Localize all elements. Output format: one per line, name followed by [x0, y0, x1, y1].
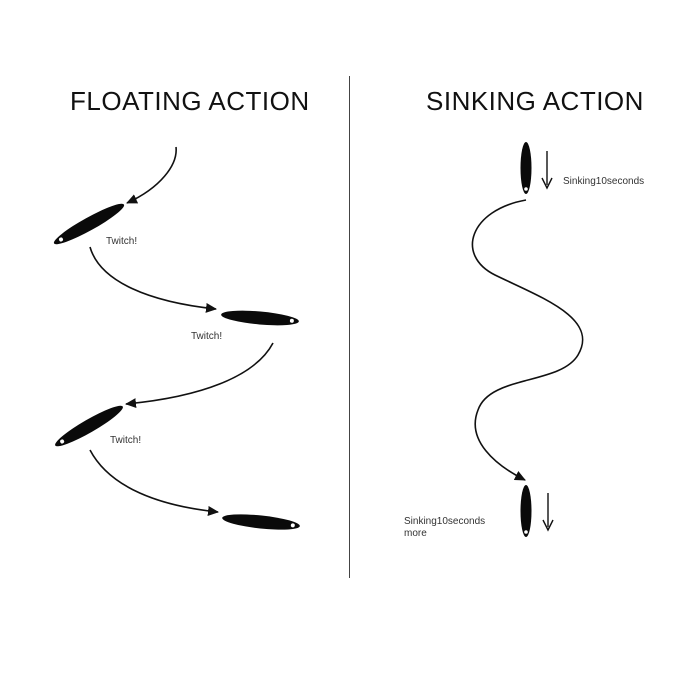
sinking-action-title: SINKING ACTION [426, 86, 644, 116]
twitch-label: Twitch! [191, 331, 223, 342]
floating-arrow-2 [89, 246, 217, 313]
sinking-wave-path [471, 199, 584, 481]
sinking-top-label: Sinking10seconds [563, 176, 645, 187]
twitch-label: Twitch! [110, 435, 142, 446]
lure-icon [520, 142, 532, 194]
down-arrow-head [541, 177, 553, 190]
lure-icon [221, 310, 299, 326]
floating-action-title: FLOATING ACTION [70, 86, 310, 116]
down-arrow-head [542, 519, 554, 532]
floating-arrow-3 [125, 342, 274, 409]
lure-icon [55, 405, 123, 447]
center-divider [349, 76, 350, 578]
sinking-bottom-label-line1: Sinking10seconds [404, 516, 486, 527]
floating-arrow-1 [126, 146, 177, 204]
lure-icon [53, 203, 125, 245]
lure-icon [520, 485, 532, 537]
lure-icon [222, 514, 300, 530]
twitch-label: Twitch! [106, 236, 138, 247]
floating-arrow-4 [89, 449, 219, 516]
sinking-bottom-label-line2: more [404, 528, 427, 539]
